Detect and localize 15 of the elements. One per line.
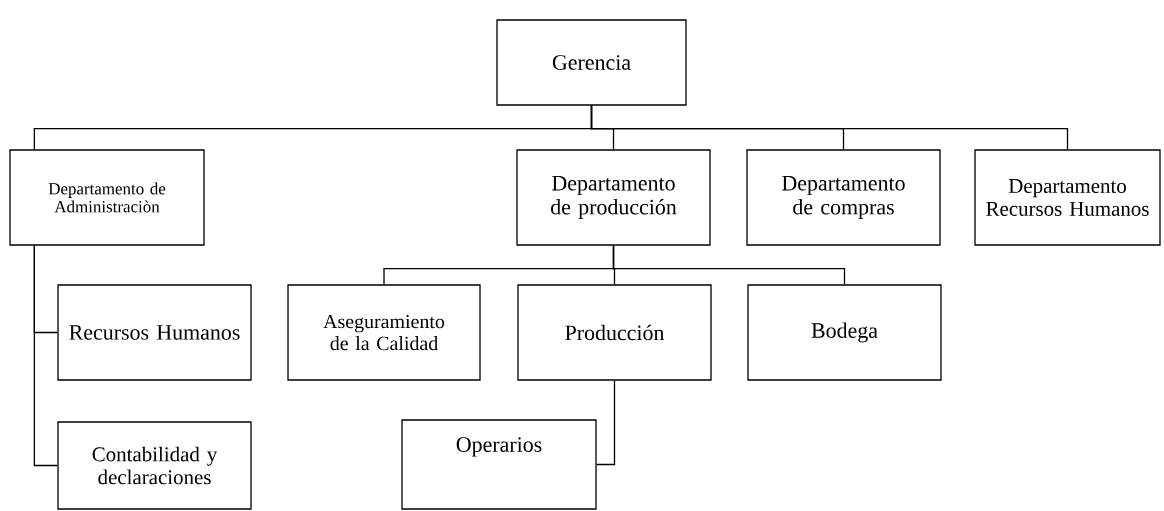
org-box: Gerencia — [496, 19, 687, 106]
org-box: Departamento Recursos Humanos — [974, 149, 1161, 246]
org-box: Contabilidad y declaraciones — [57, 421, 252, 510]
org-box: Aseguramiento de la Calidad — [287, 284, 481, 381]
org-box: Departamento de producción — [516, 149, 711, 246]
connector-line — [590, 105, 1069, 150]
org-box: Bodega — [747, 284, 942, 381]
connector-line — [596, 380, 616, 466]
connector-line — [612, 245, 846, 285]
org-box: Departamento de compras — [746, 149, 941, 246]
org-box: Departamento de Administraciòn — [9, 149, 205, 246]
connector-line — [33, 245, 58, 467]
org-box: Operarios — [401, 419, 597, 510]
org-box: Producción — [517, 284, 712, 381]
org-box: Recursos Humanos — [57, 284, 252, 381]
